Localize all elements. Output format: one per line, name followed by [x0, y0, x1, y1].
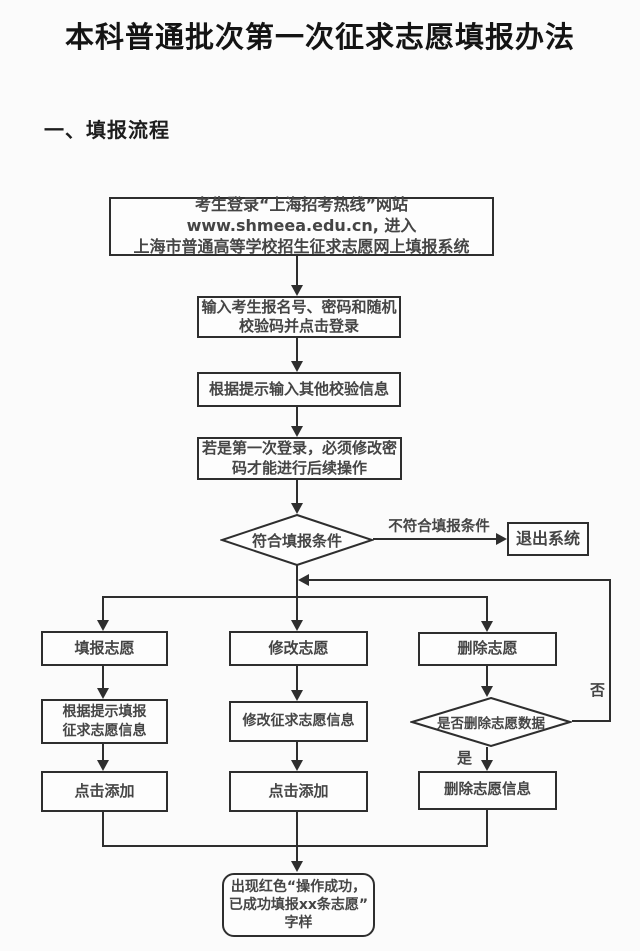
- arrow-down-icon: [291, 285, 303, 296]
- connector-confirm-deleteinfo: [486, 747, 488, 762]
- verify-info-box: 根据提示输入其他校验信息: [197, 372, 401, 407]
- converge-right-vline: [486, 810, 488, 847]
- connector-verify-firstlogin: [296, 406, 298, 428]
- result-success-box: 出现红色“操作成功， 已成功填报xx条志愿” 字样: [222, 873, 375, 937]
- modify-info-box: 修改征求志愿信息: [229, 701, 368, 742]
- connector-login-input: [296, 256, 298, 287]
- connector-to-fill: [102, 596, 104, 621]
- modify-volunteer-box: 修改志愿: [229, 631, 368, 666]
- feedback-vline: [609, 579, 611, 722]
- connector-input-verify: [296, 338, 298, 363]
- click-add-mid-box: 点击添加: [229, 771, 368, 812]
- login-step-box: 考生登录“上海招考热线”网站www.shmeea.edu.cn, 进入 上海市普…: [109, 195, 494, 256]
- section-heading: 一、填报流程: [44, 118, 170, 142]
- delete-info-box: 删除志愿信息: [418, 771, 557, 810]
- connector-modifyinfo-clickadd: [296, 742, 298, 762]
- fill-info-box: 根据提示填报 征求志愿信息: [41, 699, 168, 744]
- condition-decision-diamond: 符合填报条件: [220, 514, 374, 566]
- yes-label: 是: [457, 749, 473, 767]
- arrow-down-icon: [97, 620, 109, 631]
- branch-distribution-line: [102, 596, 488, 598]
- arrow-down-icon: [97, 760, 109, 771]
- arrow-down-icon: [97, 688, 109, 699]
- arrow-down-icon: [291, 861, 303, 872]
- arrow-left-icon: [298, 574, 309, 586]
- connector-fill-fillinfo: [102, 666, 104, 690]
- arrow-down-icon: [481, 686, 493, 697]
- connector-firstlogin-condition: [296, 479, 298, 505]
- arrow-down-icon: [291, 503, 303, 514]
- arrow-down-icon: [291, 620, 303, 631]
- arrow-down-icon: [291, 760, 303, 771]
- converge-left-vline: [102, 812, 104, 847]
- arrow-down-icon: [291, 361, 303, 372]
- delete-confirm-diamond-label: 是否删除志愿数据: [437, 716, 545, 732]
- delete-confirm-diamond: 是否删除志愿数据: [410, 697, 572, 747]
- connector-modify-modifyinfo: [296, 666, 298, 692]
- connector-condition-modify: [296, 565, 298, 622]
- converge-hline: [102, 845, 488, 847]
- not-meet-condition-label: 不符合填报条件: [388, 519, 490, 535]
- arrow-down-icon: [481, 621, 493, 632]
- arrow-down-icon: [291, 690, 303, 701]
- arrow-down-icon: [291, 426, 303, 437]
- feedback-hline: [308, 579, 611, 581]
- connector-delete-confirm: [486, 666, 488, 688]
- input-credentials-box: 输入考生报名号、密码和随机 校验码并点击登录: [197, 296, 401, 338]
- connector-to-result: [296, 812, 298, 861]
- no-branch-hline: [572, 720, 611, 722]
- connector-condition-exit: [373, 538, 497, 540]
- no-label: 否: [590, 681, 606, 699]
- delete-volunteer-box: 删除志愿: [418, 632, 557, 666]
- click-add-left-box: 点击添加: [41, 771, 168, 812]
- diamond-shape: [410, 697, 572, 747]
- arrow-down-icon: [481, 760, 493, 771]
- arrow-right-icon: [496, 533, 507, 545]
- exit-system-box: 退出系统: [507, 522, 589, 556]
- fill-volunteer-box: 填报志愿: [41, 631, 168, 666]
- connector-to-delete: [486, 596, 488, 621]
- document-title: 本科普通批次第一次征求志愿填报办法: [64, 20, 575, 54]
- connector-fillinfo-clickadd: [102, 744, 104, 762]
- condition-diamond-label: 符合填报条件: [251, 531, 342, 550]
- first-login-box: 若是第一次登录，必须修改密 码才能进行后续操作: [197, 437, 402, 480]
